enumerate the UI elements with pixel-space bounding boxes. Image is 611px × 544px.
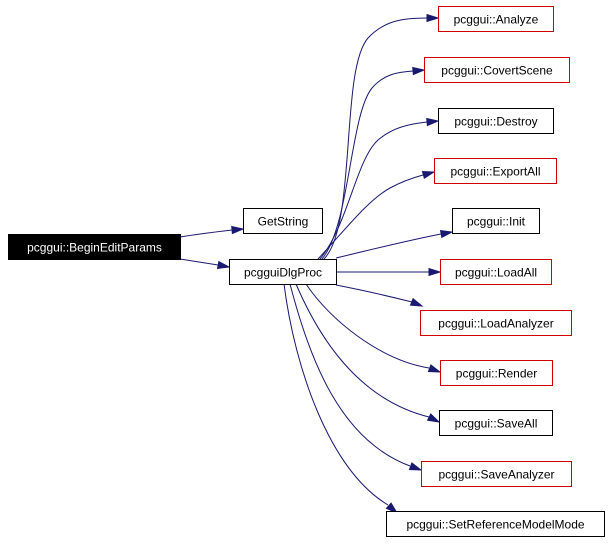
edge-pcggui-dlg-proc-to-render xyxy=(305,283,442,373)
edge-begin-edit-params-to-get-string xyxy=(179,225,245,238)
edge-pcggui-dlg-proc-to-set-reference-model-mode xyxy=(283,283,399,515)
node-label: pcggui::SaveAll xyxy=(455,417,538,431)
node-load-all[interactable]: pcggui::LoadAll xyxy=(440,259,552,285)
node-init[interactable]: pcggui::Init xyxy=(452,208,540,234)
node-label: pcggui::LoadAll xyxy=(455,266,537,280)
node-covert-scene[interactable]: pcggui::CovertScene xyxy=(424,57,570,83)
node-label: pcggui::Init xyxy=(467,215,526,229)
edge-begin-edit-params-to-pcggui-dlg-proc xyxy=(179,258,231,270)
node-label: pcggui::Analyze xyxy=(454,13,539,27)
edge-pcggui-dlg-proc-to-destroy xyxy=(319,117,440,260)
node-render[interactable]: pcggui::Render xyxy=(440,360,553,386)
node-get-string[interactable]: GetString xyxy=(243,208,323,234)
edge-pcggui-dlg-proc-to-covert-scene xyxy=(321,66,426,260)
node-load-analyzer[interactable]: pcggui::LoadAnalyzer xyxy=(420,310,572,336)
node-label: pcggui::Destroy xyxy=(454,115,537,129)
node-set-reference-model-mode[interactable]: pcggui::SetReferenceModelMode xyxy=(386,511,605,537)
node-label: pcgguiDlgProc xyxy=(244,266,322,280)
node-label: pcggui::SetReferenceModelMode xyxy=(406,518,584,532)
edge-pcggui-dlg-proc-to-save-all xyxy=(295,283,441,423)
node-label: pcggui::Render xyxy=(456,367,537,381)
node-export-all[interactable]: pcggui::ExportAll xyxy=(434,158,557,184)
node-label: pcggui::ExportAll xyxy=(450,165,540,179)
node-analyze[interactable]: pcggui::Analyze xyxy=(438,6,554,32)
edge-pcggui-dlg-proc-to-save-analyzer xyxy=(289,283,423,471)
node-label: pcggui::BeginEditParams xyxy=(27,241,162,255)
node-save-all[interactable]: pcggui::SaveAll xyxy=(439,410,553,436)
edge-pcggui-dlg-proc-to-init xyxy=(335,229,454,259)
nodes-layer: pcggui::BeginEditParams GetStringpcgguiDl… xyxy=(8,6,605,537)
edge-pcggui-dlg-proc-to-export-all xyxy=(317,170,436,260)
node-pcggui-dlg-proc[interactable]: pcgguiDlgProc xyxy=(229,259,337,285)
node-save-analyzer[interactable]: pcggui::SaveAnalyzer xyxy=(421,461,572,487)
edge-pcggui-dlg-proc-to-analyze xyxy=(323,13,440,260)
edge-pcggui-dlg-proc-to-load-all xyxy=(336,267,442,277)
node-label: GetString xyxy=(258,215,309,229)
node-label: pcggui::CovertScene xyxy=(441,64,553,78)
node-label: pcggui::LoadAnalyzer xyxy=(438,317,553,331)
node-label: pcggui::SaveAnalyzer xyxy=(438,468,554,482)
node-destroy[interactable]: pcggui::Destroy xyxy=(438,108,554,134)
edges-layer xyxy=(179,13,454,515)
node-begin-edit-params[interactable]: pcggui::BeginEditParams xyxy=(8,234,181,260)
edge-pcggui-dlg-proc-to-load-analyzer xyxy=(335,284,424,307)
